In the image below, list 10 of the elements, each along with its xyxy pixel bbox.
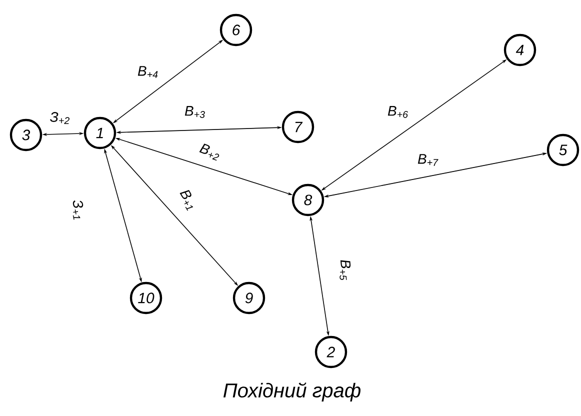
edge-label: B$_{+1}$ (176, 186, 200, 214)
edge-label: З$_{+2}$ (48, 111, 72, 125)
caption: Похідний граф (223, 382, 360, 402)
edge-label: B$_{+2}$ (196, 142, 224, 162)
edge-label: B$_{+6}$ (386, 105, 410, 119)
edge-label: B$_{+3}$ (184, 105, 206, 119)
edge-label: B$_{+7}$ (416, 153, 440, 167)
edge-label: З$_{+1}$ (69, 198, 87, 222)
edge-label: B$_{+5}$ (337, 258, 353, 282)
edge-label: B$_{+4}$ (136, 65, 160, 79)
